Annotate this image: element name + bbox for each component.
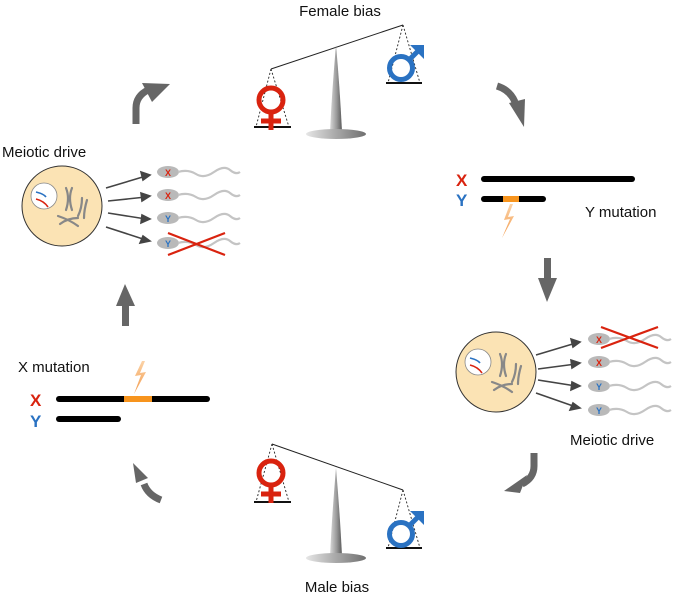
down-arrow-icon bbox=[538, 258, 557, 302]
female-symbol-icon bbox=[259, 88, 283, 130]
female-bias-stage: Female bias bbox=[254, 3, 424, 139]
sperm-x: X bbox=[586, 354, 673, 370]
male-symbol-icon bbox=[390, 45, 425, 80]
sperm-y: Y bbox=[586, 378, 673, 394]
scale-pole bbox=[330, 468, 342, 556]
sperm-y: Y bbox=[586, 402, 673, 418]
meiotic-drive-left-stage: Meiotic drive X X Y Y bbox=[2, 144, 242, 257]
y-chromosome-label: Y bbox=[30, 412, 42, 431]
y-mutation-label: Y mutation bbox=[585, 204, 656, 221]
cell-with-chromosomes bbox=[20, 164, 104, 248]
svg-text:X: X bbox=[596, 358, 602, 368]
male-bias-label: Male bias bbox=[305, 579, 369, 596]
sperm-y-eliminated: Y bbox=[155, 231, 242, 257]
male-bias-stage: Male bias bbox=[254, 443, 425, 596]
curved-arrow-icon bbox=[495, 82, 525, 127]
female-symbol-icon bbox=[259, 461, 283, 503]
svg-text:Y: Y bbox=[596, 406, 602, 416]
curved-arrow-icon bbox=[132, 83, 170, 124]
balance-scale-male-bias bbox=[254, 443, 425, 563]
svg-text:X: X bbox=[165, 191, 171, 201]
y-mutation-stage: X Y Y mutation bbox=[456, 171, 656, 238]
scale-base bbox=[306, 553, 366, 563]
female-bias-label: Female bias bbox=[299, 3, 381, 20]
curved-arrow-icon bbox=[133, 463, 163, 504]
lightning-icon bbox=[502, 204, 514, 238]
svg-text:Y: Y bbox=[596, 382, 602, 392]
svg-text:Y: Y bbox=[165, 214, 171, 224]
sperm-list-left: X X Y Y bbox=[155, 164, 242, 257]
svg-text:X: X bbox=[165, 168, 171, 178]
meiotic-drive-right-label: Meiotic drive bbox=[570, 432, 654, 449]
sperm-x-eliminated: X bbox=[586, 325, 673, 350]
x-chromosome-label: X bbox=[30, 391, 42, 410]
meiotic-drive-left-label: Meiotic drive bbox=[2, 144, 86, 161]
meiotic-drive-right-stage: X X Y Y Meiotic drive bbox=[454, 325, 673, 449]
curved-arrow-icon bbox=[504, 453, 538, 493]
cell-with-chromosomes bbox=[454, 330, 538, 414]
y-chromosome-label: Y bbox=[456, 191, 468, 210]
male-symbol-icon bbox=[390, 511, 425, 546]
balance-scale-female-bias bbox=[254, 24, 425, 139]
sperm-x: X bbox=[155, 187, 242, 203]
cycle-arrows bbox=[116, 82, 557, 504]
sperm-list-right: X X Y Y bbox=[586, 325, 673, 418]
x-mutation-label: X mutation bbox=[18, 359, 90, 376]
lightning-icon bbox=[134, 361, 146, 394]
svg-text:Y: Y bbox=[165, 239, 171, 249]
up-arrow-icon bbox=[116, 284, 135, 326]
svg-text:X: X bbox=[596, 335, 602, 345]
x-mutation-stage: X mutation X Y bbox=[18, 359, 210, 431]
sperm-y: Y bbox=[155, 210, 242, 226]
scale-pole bbox=[330, 45, 342, 132]
sperm-x: X bbox=[155, 164, 242, 180]
scale-base bbox=[306, 129, 366, 139]
x-chromosome-label: X bbox=[456, 171, 468, 190]
